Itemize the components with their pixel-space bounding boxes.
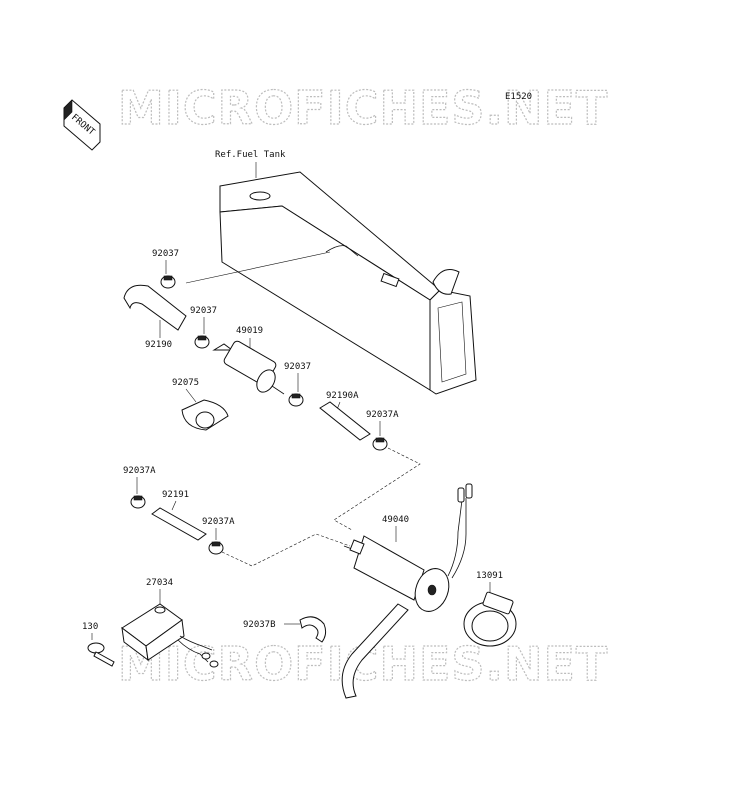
hose-92190a — [319, 401, 371, 441]
label-92037a-mid: 92037A — [202, 517, 235, 527]
label-49019: 49019 — [236, 326, 263, 336]
clip-92037b — [299, 616, 327, 643]
label-27034: 27034 — [146, 578, 173, 588]
label-92075: 92075 — [172, 378, 199, 388]
label-92190: 92190 — [145, 340, 172, 350]
clamp-92037a-right — [372, 437, 388, 451]
clamp-13091 — [463, 591, 517, 647]
label-92037b: 92037B — [243, 620, 276, 630]
label-92037a-left: 92037A — [123, 466, 156, 476]
label-92191: 92191 — [162, 490, 189, 500]
front-arrow-icon: FRONT — [63, 99, 101, 151]
label-92037-right: 92037 — [284, 362, 311, 372]
clamp-92037-right — [288, 393, 304, 407]
bolt-130 — [87, 642, 115, 667]
label-130: 130 — [82, 622, 98, 632]
hose-92191 — [151, 507, 207, 541]
holder-92075 — [181, 399, 229, 431]
ref-fuel-tank-label: Ref.Fuel Tank — [215, 150, 286, 160]
hose-92190 — [123, 284, 187, 331]
relay-27034 — [121, 603, 219, 668]
label-49040: 49040 — [382, 515, 409, 525]
label-92037-top: 92037 — [152, 249, 179, 259]
clamp-92037a-left — [130, 495, 146, 509]
diagram-code: E1520 — [505, 92, 532, 102]
label-92037-mid: 92037 — [190, 306, 217, 316]
label-92037a-right: 92037A — [366, 410, 399, 420]
fuel-pump-49040 — [341, 483, 473, 699]
label-13091: 13091 — [476, 571, 503, 581]
label-92190a: 92190A — [326, 391, 359, 401]
watermark-top: MICROFICHES.NET — [118, 81, 608, 135]
fuel-filter-49019 — [212, 340, 285, 395]
clamp-92037-mid — [194, 335, 210, 349]
fuel-tank — [219, 171, 477, 395]
clamp-92037a-mid — [208, 541, 224, 555]
clamp-92037-top — [160, 275, 176, 289]
